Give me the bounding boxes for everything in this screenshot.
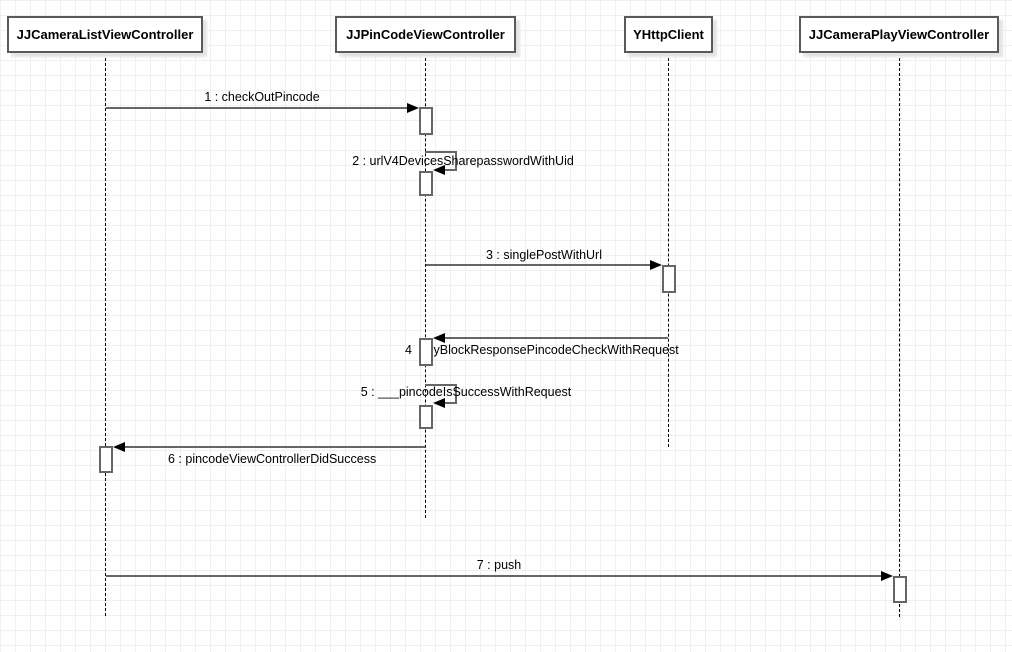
activation-bar-camera-list [98,446,113,473]
actor-label: JJPinCodeViewController [346,27,505,42]
message-3-arrowhead-icon [650,260,662,270]
activation-bar-pincode-5 [418,405,433,429]
activation-bar-yhttpclient [661,265,676,293]
message-5-loop-right [454,384,457,404]
message-2-loop-bottom [444,169,456,171]
actor-box-camera-list: JJCameraListViewController [7,16,203,53]
activation-bar-camera-play [892,576,907,603]
actor-box-pincode: JJPinCodeViewController [335,16,516,53]
message-6-line [125,446,425,448]
message-4-label-number: 4 [405,343,412,357]
message-2-loop-top [425,151,456,153]
lifeline-yhttpclient [668,53,669,447]
message-2-arrowhead-icon [432,165,445,175]
message-5-arrowhead-icon [432,398,445,408]
message-3-line [426,264,650,266]
message-5-loop-top [425,384,456,386]
message-2-label: 2 : urlV4DevicesSharepasswordWithUid [352,154,574,168]
actor-box-camera-play: JJCameraPlayViewController [799,16,999,53]
message-5-label: 5 : ___pincodeIsSuccessWithRequest [360,385,572,399]
message-7-label: 7 : push [476,558,522,572]
message-2-loop-right [454,151,457,171]
actor-box-yhttpclient: YHttpClient [624,16,713,53]
message-5-loop-bottom [444,402,456,404]
message-1-arrowhead-icon [407,103,419,113]
message-4-arrowhead-icon [433,333,445,343]
message-1-line [106,107,407,109]
message-7-line [106,575,881,577]
message-1-label: 1 : checkOutPincode [204,90,320,104]
message-3-label: 3 : singlePostWithUrl [485,248,602,262]
activation-bar-pincode-2 [418,171,433,196]
actor-label: YHttpClient [633,27,704,42]
message-4-line [445,337,668,339]
lifeline-pincode [425,53,426,518]
message-7-arrowhead-icon [881,571,893,581]
actor-label: JJCameraPlayViewController [808,27,990,42]
message-4-label: yBlockResponsePincodeCheckWithRequest [433,343,679,357]
message-6-label: 6 : pincodeViewControllerDidSuccess [168,452,377,466]
activation-bar-pincode-4 [418,338,433,366]
actor-label: JJCameraListViewController [16,27,194,42]
message-6-arrowhead-icon [113,442,125,452]
lifeline-camera-play [899,53,900,617]
activation-bar-pincode-1 [418,107,433,135]
lifeline-camera-list [105,53,106,616]
